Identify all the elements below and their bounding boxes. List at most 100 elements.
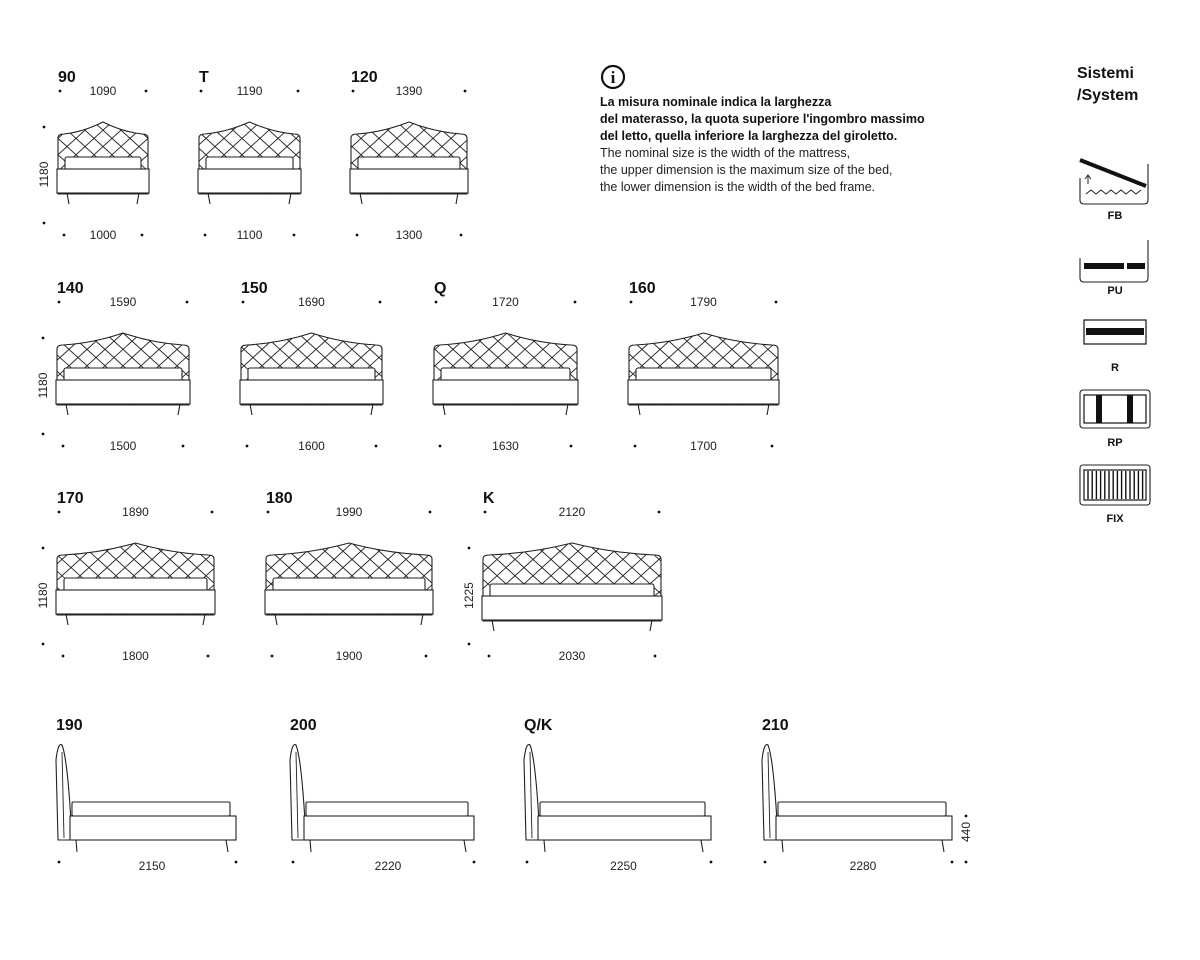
bed-base-icon xyxy=(1079,240,1149,283)
bed-frame xyxy=(537,815,712,841)
leg xyxy=(66,192,70,205)
bottom-width-value: 1700 xyxy=(690,439,717,453)
reinforced-frame-icon xyxy=(1079,389,1151,429)
dimension-dot xyxy=(428,510,432,514)
size-label: 170 xyxy=(57,490,84,507)
dimension-dot xyxy=(463,89,467,93)
bottom-width-value: 1600 xyxy=(298,439,325,453)
top-width-value: 1390 xyxy=(396,84,423,98)
system-code-r: R xyxy=(1111,362,1119,374)
size-label: 200 xyxy=(290,717,317,734)
leg xyxy=(370,403,374,416)
bed-frame xyxy=(303,815,475,841)
leg xyxy=(420,613,424,626)
leg xyxy=(359,192,363,205)
mattress xyxy=(777,801,947,817)
info-block: iLa misura nominale indica la larghezzad… xyxy=(600,64,925,194)
size-label: 180 xyxy=(266,490,293,507)
dimension-dot xyxy=(210,510,214,514)
top-width-value: 1890 xyxy=(122,505,149,519)
top-width-value: 1090 xyxy=(90,84,117,98)
size-label: T xyxy=(199,69,209,86)
top-width-value: 2120 xyxy=(559,505,586,519)
dimension-dot xyxy=(241,300,245,304)
dimension-dot xyxy=(525,860,529,864)
dimension-dot xyxy=(61,444,65,448)
size-label: 140 xyxy=(57,280,84,297)
leg xyxy=(463,839,467,853)
info-icon-glyph: i xyxy=(611,68,616,87)
dimension-dot xyxy=(964,860,968,864)
dimension-dot xyxy=(657,510,661,514)
leg xyxy=(65,613,69,626)
dimension-dot xyxy=(199,89,203,93)
headboard-profile xyxy=(523,744,541,841)
leg xyxy=(274,613,278,626)
dimension-dot xyxy=(950,860,954,864)
bed-frame xyxy=(627,379,780,405)
headboard-profile xyxy=(761,744,779,841)
dimension-dot xyxy=(296,89,300,93)
dimension-dot xyxy=(292,233,296,237)
headboard-profile xyxy=(55,744,73,841)
systems-subtitle: /System xyxy=(1077,87,1138,104)
leg xyxy=(207,192,211,205)
size-label: 190 xyxy=(56,717,83,734)
leg xyxy=(288,192,292,205)
mattress xyxy=(305,801,469,817)
size-label: Q/K xyxy=(524,717,553,734)
leg xyxy=(455,192,459,205)
info-text-it: del letto, quella inferiore la larghezza… xyxy=(600,129,897,143)
dimension-dot xyxy=(62,233,66,237)
dimension-dot xyxy=(266,510,270,514)
dimension-dot xyxy=(57,300,61,304)
dimension-dot xyxy=(653,654,657,658)
front-view-160: 160 1790 1700 xyxy=(627,280,780,453)
top-width-value: 1790 xyxy=(690,295,717,309)
leg xyxy=(649,619,653,632)
leg xyxy=(309,839,312,853)
bed-frame xyxy=(239,379,384,405)
info-text-en: the upper dimension is the maximum size … xyxy=(600,163,893,177)
dimension-dot xyxy=(41,642,45,646)
system-code-fb: FB xyxy=(1108,210,1123,222)
bed-frame xyxy=(55,379,191,405)
dimension-dot xyxy=(206,654,210,658)
dimension-dot xyxy=(964,814,968,818)
size-label: 160 xyxy=(629,280,656,297)
leg xyxy=(766,403,770,416)
bed-frame xyxy=(264,589,434,615)
dimension-dot xyxy=(41,336,45,340)
dimension-dot xyxy=(57,510,61,514)
fixed-slats-icon xyxy=(1079,464,1151,506)
dimension-dot xyxy=(144,89,148,93)
top-width-value: 1190 xyxy=(237,84,263,98)
bed-frame xyxy=(481,595,663,621)
info-text-it: del materasso, la quota superiore l'ingo… xyxy=(600,112,925,126)
size-label: 120 xyxy=(351,69,378,86)
leg xyxy=(202,613,206,626)
dimension-dot xyxy=(181,444,185,448)
dimension-dot xyxy=(61,654,65,658)
dimension-dot xyxy=(629,300,633,304)
length-value: 2280 xyxy=(850,859,877,873)
height-value: 1180 xyxy=(37,161,51,187)
top-width-value: 1590 xyxy=(110,295,137,309)
bottom-width-value: 1000 xyxy=(90,228,117,242)
size-label: Q xyxy=(434,280,446,297)
dimension-dot xyxy=(569,444,573,448)
dimension-dot xyxy=(42,125,46,129)
dimension-dot xyxy=(185,300,189,304)
bed-frame xyxy=(775,815,953,841)
leg xyxy=(65,403,69,416)
size-label: K xyxy=(483,490,495,507)
leg xyxy=(177,403,181,416)
bed-frame xyxy=(197,168,302,194)
